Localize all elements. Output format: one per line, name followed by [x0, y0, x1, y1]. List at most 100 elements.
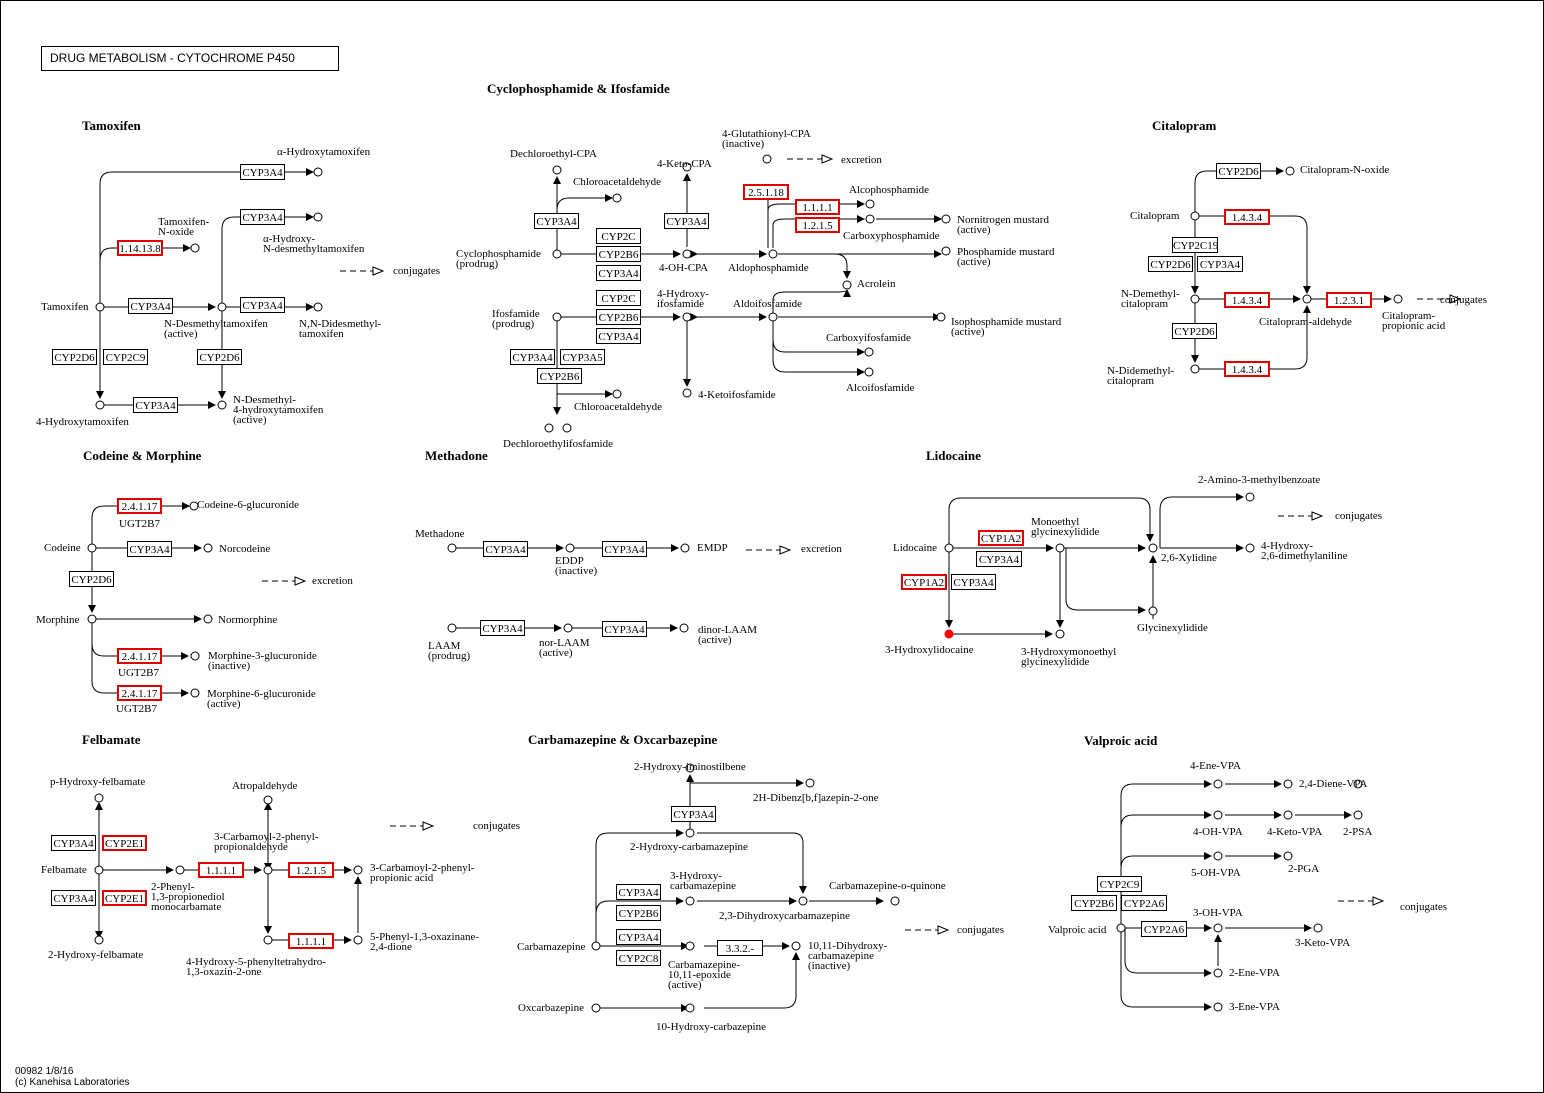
compound-node[interactable] — [865, 199, 875, 209]
enzyme-box-cyp2c[interactable]: CYP2C — [596, 290, 641, 306]
enzyme-box-1-4-3-4[interactable]: 1.4.3.4 — [1224, 209, 1270, 225]
enzyme-box-2-4-1-17[interactable]: 2.4.1.17 — [117, 685, 162, 701]
compound-node[interactable] — [685, 1003, 695, 1013]
enzyme-box-cyp3a4[interactable]: CYP3A4 — [128, 298, 173, 314]
enzyme-box-cyp2e1[interactable]: CYP2E1 — [102, 890, 147, 906]
compound-node[interactable] — [565, 543, 575, 553]
enzyme-box-1-4-3-4[interactable]: 1.4.3.4 — [1224, 361, 1270, 377]
compound-node[interactable] — [1283, 779, 1293, 789]
compound-node[interactable] — [1393, 294, 1403, 304]
compound-node[interactable] — [175, 865, 185, 875]
enzyme-box-cyp3a4[interactable]: CYP3A4 — [596, 328, 641, 344]
enzyme-box-cyp3a4[interactable]: CYP3A4 — [51, 890, 96, 906]
compound-node[interactable] — [552, 312, 562, 322]
enzyme-box-cyp1a2[interactable]: CYP1A2 — [901, 574, 947, 590]
enzyme-box-cyp2b6[interactable]: CYP2B6 — [537, 368, 582, 384]
enzyme-box-1-14-13-8[interactable]: 1.14.13.8 — [117, 240, 163, 256]
enzyme-box-cyp3a4[interactable]: CYP3A4 — [51, 835, 96, 851]
enzyme-box-cyp3a5[interactable]: CYP3A5 — [560, 349, 605, 365]
compound-node[interactable] — [190, 688, 200, 698]
compound-node[interactable] — [1353, 810, 1363, 820]
compound-node[interactable] — [944, 543, 954, 553]
compound-node[interactable] — [685, 763, 695, 773]
enzyme-box-cyp3a4[interactable]: CYP3A4 — [240, 164, 285, 180]
enzyme-box-cyp2c9[interactable]: CYP2C9 — [103, 349, 148, 365]
compound-node[interactable] — [1302, 294, 1312, 304]
compound-node[interactable] — [685, 896, 695, 906]
enzyme-box-cyp2d6[interactable]: CYP2D6 — [197, 349, 242, 365]
enzyme-box-3-3-2[interactable]: 3.3.2.- — [717, 940, 763, 956]
enzyme-box-cyp3a4[interactable]: CYP3A4 — [240, 297, 285, 313]
enzyme-box-cyp3a4[interactable]: CYP3A4 — [602, 541, 647, 557]
enzyme-box-1-1-1-1[interactable]: 1.1.1.1 — [288, 933, 334, 949]
enzyme-box-1-2-3-1[interactable]: 1.2.3.1 — [1326, 292, 1372, 308]
enzyme-box-cyp2d6[interactable]: CYP2D6 — [1216, 163, 1261, 179]
compound-node[interactable] — [94, 935, 104, 945]
enzyme-box-cyp2b6[interactable]: CYP2B6 — [1071, 895, 1117, 911]
compound-node[interactable] — [1353, 779, 1363, 789]
highlighted-compound-node[interactable] — [944, 629, 954, 639]
compound-node[interactable] — [313, 212, 323, 222]
compound-node[interactable] — [1190, 211, 1200, 221]
compound-node[interactable] — [768, 249, 778, 259]
enzyme-box-cyp3a4[interactable]: CYP3A4 — [483, 541, 528, 557]
compound-node[interactable] — [263, 865, 273, 875]
compound-node[interactable] — [864, 347, 874, 357]
compound-node[interactable] — [563, 623, 573, 633]
enzyme-box-cyp3a4[interactable]: CYP3A4 — [127, 541, 172, 557]
enzyme-box-cyp2d6[interactable]: CYP2D6 — [69, 571, 114, 587]
enzyme-box-cyp3a4[interactable]: CYP3A4 — [240, 209, 285, 225]
compound-node[interactable] — [190, 243, 200, 253]
compound-node[interactable] — [562, 423, 572, 433]
enzyme-box-2-4-1-17[interactable]: 2.4.1.17 — [117, 498, 162, 514]
compound-node[interactable] — [353, 935, 363, 945]
compound-node[interactable] — [552, 165, 562, 175]
compound-node[interactable] — [1245, 492, 1255, 502]
enzyme-box-1-1-1-1[interactable]: 1.1.1.1 — [198, 862, 244, 878]
enzyme-box-cyp2b6[interactable]: CYP2B6 — [596, 309, 641, 325]
enzyme-box-cyp2d6[interactable]: CYP2D6 — [1148, 256, 1193, 272]
compound-node[interactable] — [591, 1003, 601, 1013]
compound-node[interactable] — [864, 367, 874, 377]
compound-node[interactable] — [353, 865, 363, 875]
enzyme-box-1-1-1-1[interactable]: 1.1.1.1 — [795, 199, 840, 215]
compound-node[interactable] — [263, 935, 273, 945]
compound-node[interactable] — [798, 896, 808, 906]
enzyme-box-1-2-1-5[interactable]: 1.2.1.5 — [288, 862, 334, 878]
enzyme-box-cyp1a2[interactable]: CYP1A2 — [978, 530, 1024, 546]
enzyme-box-cyp3a4[interactable]: CYP3A4 — [664, 213, 709, 229]
compound-node[interactable] — [1190, 364, 1200, 374]
enzyme-box-cyp2c9[interactable]: CYP2C9 — [1097, 876, 1142, 892]
compound-node[interactable] — [1213, 968, 1223, 978]
compound-node[interactable] — [865, 214, 875, 224]
compound-node[interactable] — [1148, 543, 1158, 553]
compound-node[interactable] — [685, 828, 695, 838]
compound-node[interactable] — [552, 249, 562, 259]
compound-node[interactable] — [217, 400, 227, 410]
compound-node[interactable] — [1245, 543, 1255, 553]
compound-node[interactable] — [87, 614, 97, 624]
enzyme-box-cyp3a4[interactable]: CYP3A4 — [1197, 256, 1243, 272]
enzyme-box-cyp3a4[interactable]: CYP3A4 — [951, 574, 996, 590]
compound-node[interactable] — [1285, 166, 1295, 176]
compound-node[interactable] — [447, 543, 457, 553]
compound-node[interactable] — [1283, 851, 1293, 861]
compound-node[interactable] — [1055, 629, 1065, 639]
compound-node[interactable] — [685, 941, 695, 951]
compound-node[interactable] — [768, 312, 778, 322]
compound-node[interactable] — [1213, 779, 1223, 789]
enzyme-box-2-4-1-17[interactable]: 2.4.1.17 — [117, 648, 162, 664]
enzyme-box-cyp2e1[interactable]: CYP2E1 — [102, 835, 147, 851]
enzyme-box-cyp3a4[interactable]: CYP3A4 — [602, 621, 647, 637]
enzyme-box-cyp3a4[interactable]: CYP3A4 — [534, 213, 579, 229]
enzyme-box-cyp2a6[interactable]: CYP2A6 — [1141, 921, 1187, 937]
compound-node[interactable] — [203, 543, 213, 553]
compound-node[interactable] — [941, 214, 951, 224]
compound-node[interactable] — [1055, 543, 1065, 553]
enzyme-box-cyp2a6[interactable]: CYP2A6 — [1121, 895, 1167, 911]
compound-node[interactable] — [1213, 851, 1223, 861]
enzyme-box-cyp2d6[interactable]: CYP2D6 — [1172, 323, 1217, 339]
compound-node[interactable] — [189, 501, 199, 511]
compound-node[interactable] — [95, 302, 105, 312]
compound-node[interactable] — [447, 623, 457, 633]
